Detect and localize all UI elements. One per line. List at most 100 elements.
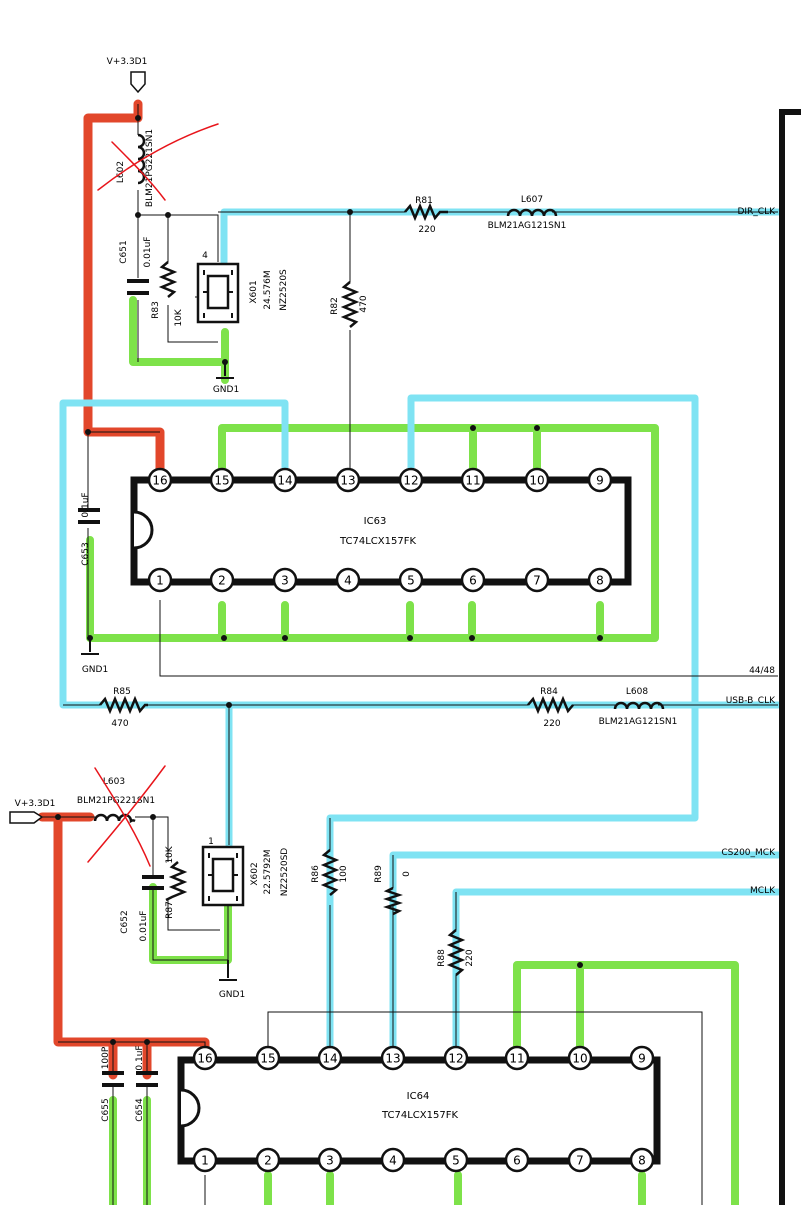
l602-ref: L602 xyxy=(116,161,126,183)
ic63-pin-label: 8 xyxy=(596,574,604,588)
red-x-markups xyxy=(87,123,219,867)
junction-dots xyxy=(55,115,603,1045)
ic63-pin-4: 4 xyxy=(335,567,361,593)
ic63-pin-13: 13 xyxy=(335,467,361,493)
ic63-pin-9: 9 xyxy=(587,467,613,493)
r88-ref: R88 xyxy=(437,949,447,967)
ic64-pin-label: 3 xyxy=(326,1154,334,1168)
gnd-trace-ic63 xyxy=(86,424,659,642)
mclk-trace xyxy=(452,888,782,1062)
ic64-pin-4: 4 xyxy=(380,1147,406,1173)
x602-ref: X602 xyxy=(250,862,260,885)
r87-value: 10K xyxy=(165,845,175,863)
ic64-pin-11: 11 xyxy=(504,1045,530,1071)
net-label-44-48: 44/48 xyxy=(749,666,775,676)
gnd-label-top: GND1 xyxy=(213,385,239,395)
inductor-l608: L608 BLM21AG121SN1 xyxy=(599,687,678,727)
capacitor-c654: 0.1uF C654 xyxy=(135,1045,158,1122)
capacitor-c652: C652 0.01uF xyxy=(120,875,164,942)
ic63-pin-5: 5 xyxy=(398,567,424,593)
ic63-pin-label: 16 xyxy=(152,474,167,488)
ic63-pin-2: 2 xyxy=(209,567,235,593)
ic63-pin-label: 4 xyxy=(344,574,352,588)
ic64-part: TC74LCX157FK xyxy=(381,1110,458,1121)
ic64-pin-label: 5 xyxy=(452,1154,460,1168)
net-label-usb-b-clk: USB-B_CLK xyxy=(726,696,776,706)
ic63-pin-7: 7 xyxy=(524,567,550,593)
ic63-ref: IC63 xyxy=(364,516,387,527)
r86-ref: R86 xyxy=(311,865,321,883)
c655-value: 100P xyxy=(101,1046,111,1069)
net-label-cs200-mck: CS200_MCK xyxy=(721,848,776,858)
ic64-pin-1: 1 xyxy=(192,1147,218,1173)
ic63-pin-3: 3 xyxy=(272,567,298,593)
connector-bus-bar xyxy=(779,109,801,1205)
net-label-mclk: MCLK xyxy=(750,886,776,896)
ic63-pin-label: 3 xyxy=(281,574,289,588)
gnd-symbol-top: GND1 xyxy=(213,362,239,395)
ic64-pin-label: 15 xyxy=(260,1052,275,1066)
c651-value: 0.01uF xyxy=(143,237,153,268)
resistor-r84: R84 220 xyxy=(527,687,574,729)
r86-value: 100 xyxy=(339,865,349,882)
ic64-pin-label: 2 xyxy=(264,1154,272,1168)
ic64-pin-13: 13 xyxy=(380,1045,406,1071)
inductor-l607: L607 BLM21AG121SN1 xyxy=(488,195,567,231)
r82-value: 470 xyxy=(359,295,369,312)
r84-value: 220 xyxy=(543,719,560,729)
c652-value: 0.01uF xyxy=(139,911,149,942)
resistor-r81: R81 220 xyxy=(404,196,448,235)
wires xyxy=(20,104,778,1205)
capacitor-c653: 0.1uF C653 xyxy=(78,492,100,566)
ic63-pin-label: 6 xyxy=(469,574,477,588)
resistor-r88: R88 220 xyxy=(437,929,475,976)
c653-ref: C653 xyxy=(81,542,91,565)
l608-value: BLM21AG121SN1 xyxy=(599,717,678,727)
c654-ref: C654 xyxy=(135,1098,145,1122)
r85-ref: R85 xyxy=(113,687,131,697)
r88-value: 220 xyxy=(465,949,475,966)
r85-value: 470 xyxy=(111,719,128,729)
capacitor-c655: 100P C655 xyxy=(101,1046,124,1122)
l603-ref: L603 xyxy=(103,777,125,787)
red-x-l603 xyxy=(87,765,166,867)
r86-trace xyxy=(326,394,699,1062)
net-label-dir-clk: DIR_CLK xyxy=(737,207,776,217)
resistor-r85: R85 470 xyxy=(99,687,148,729)
ic64-pin-3: 3 xyxy=(317,1147,343,1173)
crystal-x601: 4 X601 24.576M NZ2520S xyxy=(196,251,289,324)
ic63-pin-10: 10 xyxy=(524,467,550,493)
c654-value: 0.1uF xyxy=(135,1045,145,1070)
x602-pin-num: 1 xyxy=(208,837,214,847)
ic63-body xyxy=(130,476,632,586)
gnd-symbol-mid: GND1 xyxy=(81,640,108,675)
ic64-pin-9: 9 xyxy=(629,1045,655,1071)
ic63-pin-label: 2 xyxy=(218,574,226,588)
ic64-pin-7: 7 xyxy=(567,1147,593,1173)
ic63-pin-12: 12 xyxy=(398,467,424,493)
ic64-pin-16: 16 xyxy=(192,1045,218,1071)
ic64-pin-label: 1 xyxy=(201,1154,209,1168)
gnd-label-mid: GND1 xyxy=(82,665,108,675)
l607-ref: L607 xyxy=(521,195,543,205)
r87-ref: R87 xyxy=(165,901,175,919)
x601-ref: X601 xyxy=(249,280,259,303)
ic64-pin-15: 15 xyxy=(255,1045,281,1071)
crystal-x602: 1 X602 22.5792M NZ2520SD xyxy=(201,837,290,907)
ic63-pin-label: 14 xyxy=(277,474,292,488)
ic64-pin-label: 10 xyxy=(572,1052,587,1066)
ic64-pin-14: 14 xyxy=(317,1045,343,1071)
ic64-pin-label: 4 xyxy=(389,1154,397,1168)
r81-value: 220 xyxy=(418,225,435,235)
ic64-pin-label: 7 xyxy=(576,1154,584,1168)
c655-ref: C655 xyxy=(101,1098,111,1121)
ic64-ref: IC64 xyxy=(407,1091,430,1102)
ic64-pin-label: 14 xyxy=(322,1052,337,1066)
c652-ref: C652 xyxy=(120,910,130,933)
x602-freq: 22.5792M xyxy=(263,850,273,895)
r89-ref: R89 xyxy=(374,865,384,883)
ic63-pin-15: 15 xyxy=(209,467,235,493)
ic64-pin-label: 8 xyxy=(638,1154,646,1168)
